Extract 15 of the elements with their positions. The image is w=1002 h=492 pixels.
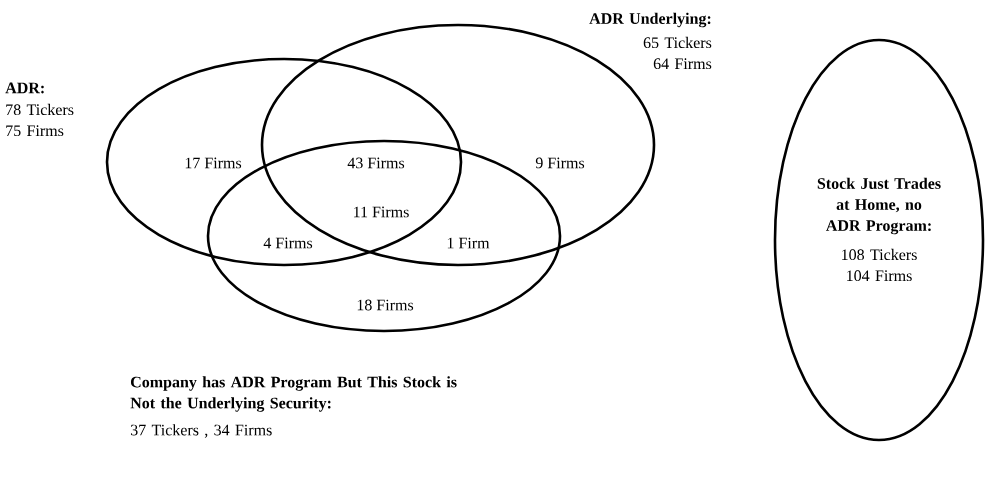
count-text: 37 Tickers , 34 Firms xyxy=(130,424,272,438)
region-label: 17 Firms xyxy=(185,157,242,169)
count-text: 78 Tickers 75 Firms xyxy=(6,103,74,137)
region-label: 18 Firms xyxy=(357,299,414,311)
heading: ADR Underlying: xyxy=(589,12,711,28)
region-label: 43 Firms xyxy=(347,157,405,169)
count-text: 65 Tickers 64 Firms xyxy=(643,36,712,70)
heading: Stock Just Trades at Home, no ADR Program: xyxy=(817,177,941,235)
region-label: 11 Firms xyxy=(354,206,409,218)
heading: ADR: xyxy=(5,82,44,94)
region-label: 1 Firm xyxy=(447,237,490,249)
heading: Company has ADR Program But This Stock is Not the Underlying Security: xyxy=(130,376,457,412)
region-label: 4 Firms xyxy=(263,237,313,249)
count-text: 108 Tickers 104 Firms xyxy=(842,248,917,282)
region-label: 9 Firms xyxy=(535,157,585,169)
